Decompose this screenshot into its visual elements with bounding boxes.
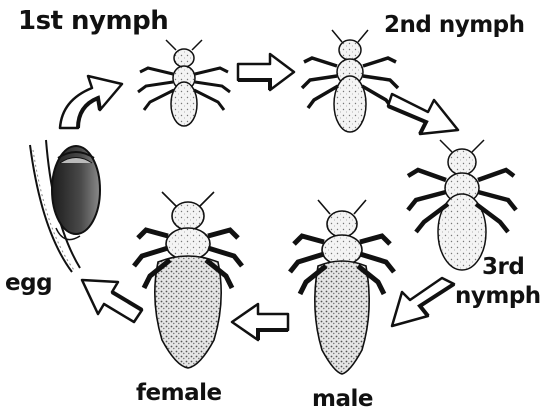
third-nymph-icon bbox=[408, 140, 516, 270]
cycle-arrow-icon bbox=[232, 304, 288, 340]
egg-label: egg bbox=[5, 270, 52, 296]
second-nymph-label: 2nd nymph bbox=[384, 12, 525, 38]
female-louse-icon bbox=[134, 192, 242, 368]
egg-on-hair-icon bbox=[30, 140, 100, 272]
female-label: female bbox=[136, 380, 222, 406]
male-label: male bbox=[312, 386, 373, 412]
third-nymph-label: 3rd bbox=[482, 254, 524, 280]
first-nymph-label: 1st nymph bbox=[18, 6, 168, 36]
cycle-arrow-icon bbox=[388, 94, 458, 134]
male-louse-icon bbox=[290, 200, 394, 374]
cycle-arrow-icon bbox=[238, 54, 294, 90]
cycle-arrow-icon bbox=[392, 278, 454, 326]
first-nymph-icon bbox=[138, 40, 230, 126]
third-nymph-label-line2: nymph bbox=[455, 283, 541, 309]
cycle-arrow-icon bbox=[82, 280, 142, 322]
second-nymph-icon bbox=[302, 30, 398, 132]
cycle-arrow-icon bbox=[60, 76, 122, 128]
